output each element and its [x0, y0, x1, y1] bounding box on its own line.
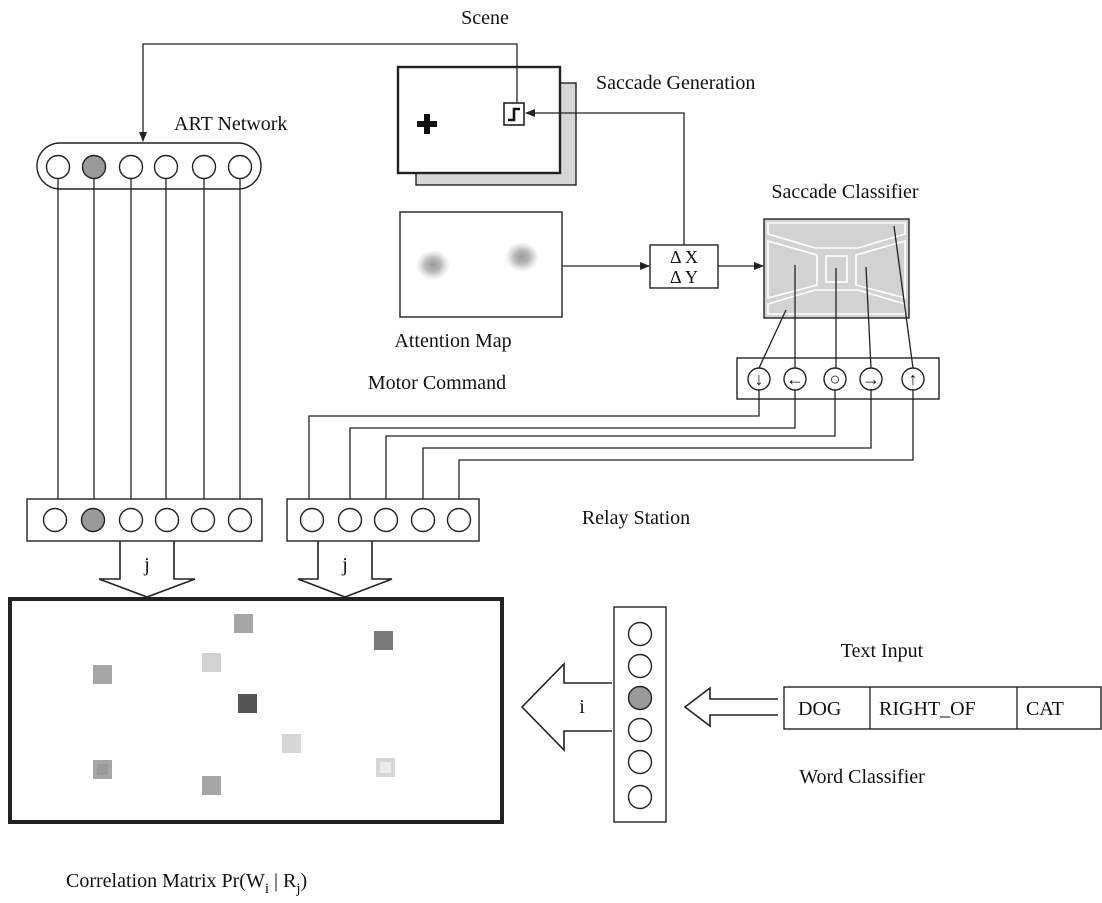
word-classifier-label: Word Classifier — [799, 766, 925, 788]
relay-art-node — [82, 509, 105, 532]
correlation-prefix: Correlation Matrix Pr(W — [66, 870, 265, 892]
motor-command-label: Motor Command — [368, 372, 506, 394]
art-node — [47, 156, 70, 179]
saccade-classifier-label: Saccade Classifier — [771, 181, 918, 203]
text-input-cell: DOG — [798, 698, 841, 720]
relay-arrow-label: j — [341, 554, 348, 576]
text-input-cell: RIGHT_OF — [879, 698, 976, 720]
word-node — [629, 687, 652, 710]
scene-frame — [398, 67, 560, 173]
delta-y: Δ Y — [670, 267, 698, 287]
relay-motor-node — [375, 509, 398, 532]
relay-art-node — [229, 509, 252, 532]
word-node — [629, 623, 652, 646]
word-node — [629, 786, 652, 809]
art-to-matrix-arrow: j — [99, 541, 195, 597]
word-node — [629, 719, 652, 742]
relay-art-node — [156, 509, 179, 532]
art-network-links — [58, 179, 240, 509]
matrix-cell-core — [380, 762, 391, 773]
matrix-cell — [282, 734, 301, 753]
art-arrow-label: j — [143, 554, 150, 576]
relay-motor-node — [448, 509, 471, 532]
attention-blob — [416, 250, 450, 280]
scene-label: Scene — [461, 7, 509, 29]
attention-map-label: Attention Map — [394, 330, 511, 352]
relay-motor-node — [339, 509, 362, 532]
matrix-cell — [93, 665, 112, 684]
correlation-suffix: ) — [301, 870, 308, 892]
matrix-cell — [234, 614, 253, 633]
art-node — [120, 156, 143, 179]
text-to-word-arrow — [685, 688, 778, 726]
matrix-cell-core — [97, 764, 108, 775]
motor-arrow-glyph: → — [862, 369, 880, 389]
correlation-mid: | R — [269, 870, 297, 892]
text-input-cell: CAT — [1026, 698, 1064, 720]
motor-arrow-glyph: ○ — [830, 369, 841, 389]
matrix-cell — [202, 776, 221, 795]
relay-station-label: Relay Station — [582, 507, 690, 529]
text-input-label: Text Input — [841, 640, 924, 662]
correlation-matrix-label: Correlation Matrix Pr(Wi | Rj) — [66, 870, 307, 897]
art-network-label: ART Network — [174, 113, 287, 135]
word-arrow-label: i — [579, 696, 585, 718]
relay-art-node — [192, 509, 215, 532]
relay-motor-node — [412, 509, 435, 532]
matrix-cell — [202, 653, 221, 672]
art-node — [83, 156, 106, 179]
scene-panel — [398, 67, 576, 185]
attention-blob — [505, 242, 539, 272]
art-node — [229, 156, 252, 179]
art-network-capsule — [37, 143, 261, 189]
relay-to-matrix-arrow: j — [298, 541, 392, 597]
relay-art-node — [44, 509, 67, 532]
saccade-generation-label: Saccade Generation — [596, 72, 755, 94]
motor-arrow-glyph: ← — [786, 369, 804, 389]
word-node — [629, 751, 652, 774]
motor-arrow-glyph: ↑ — [909, 369, 918, 389]
delta-x: Δ X — [670, 247, 698, 267]
relay-motor-node — [301, 509, 324, 532]
motor-to-relay-connectors — [309, 390, 913, 509]
matrix-cell — [374, 631, 393, 650]
word-to-matrix-arrow: i — [522, 664, 612, 750]
art-node — [193, 156, 216, 179]
motor-arrow-glyph: ↓ — [755, 369, 764, 389]
word-node — [629, 655, 652, 678]
matrix-cell — [238, 694, 257, 713]
art-node — [155, 156, 178, 179]
relay-art-node — [120, 509, 143, 532]
